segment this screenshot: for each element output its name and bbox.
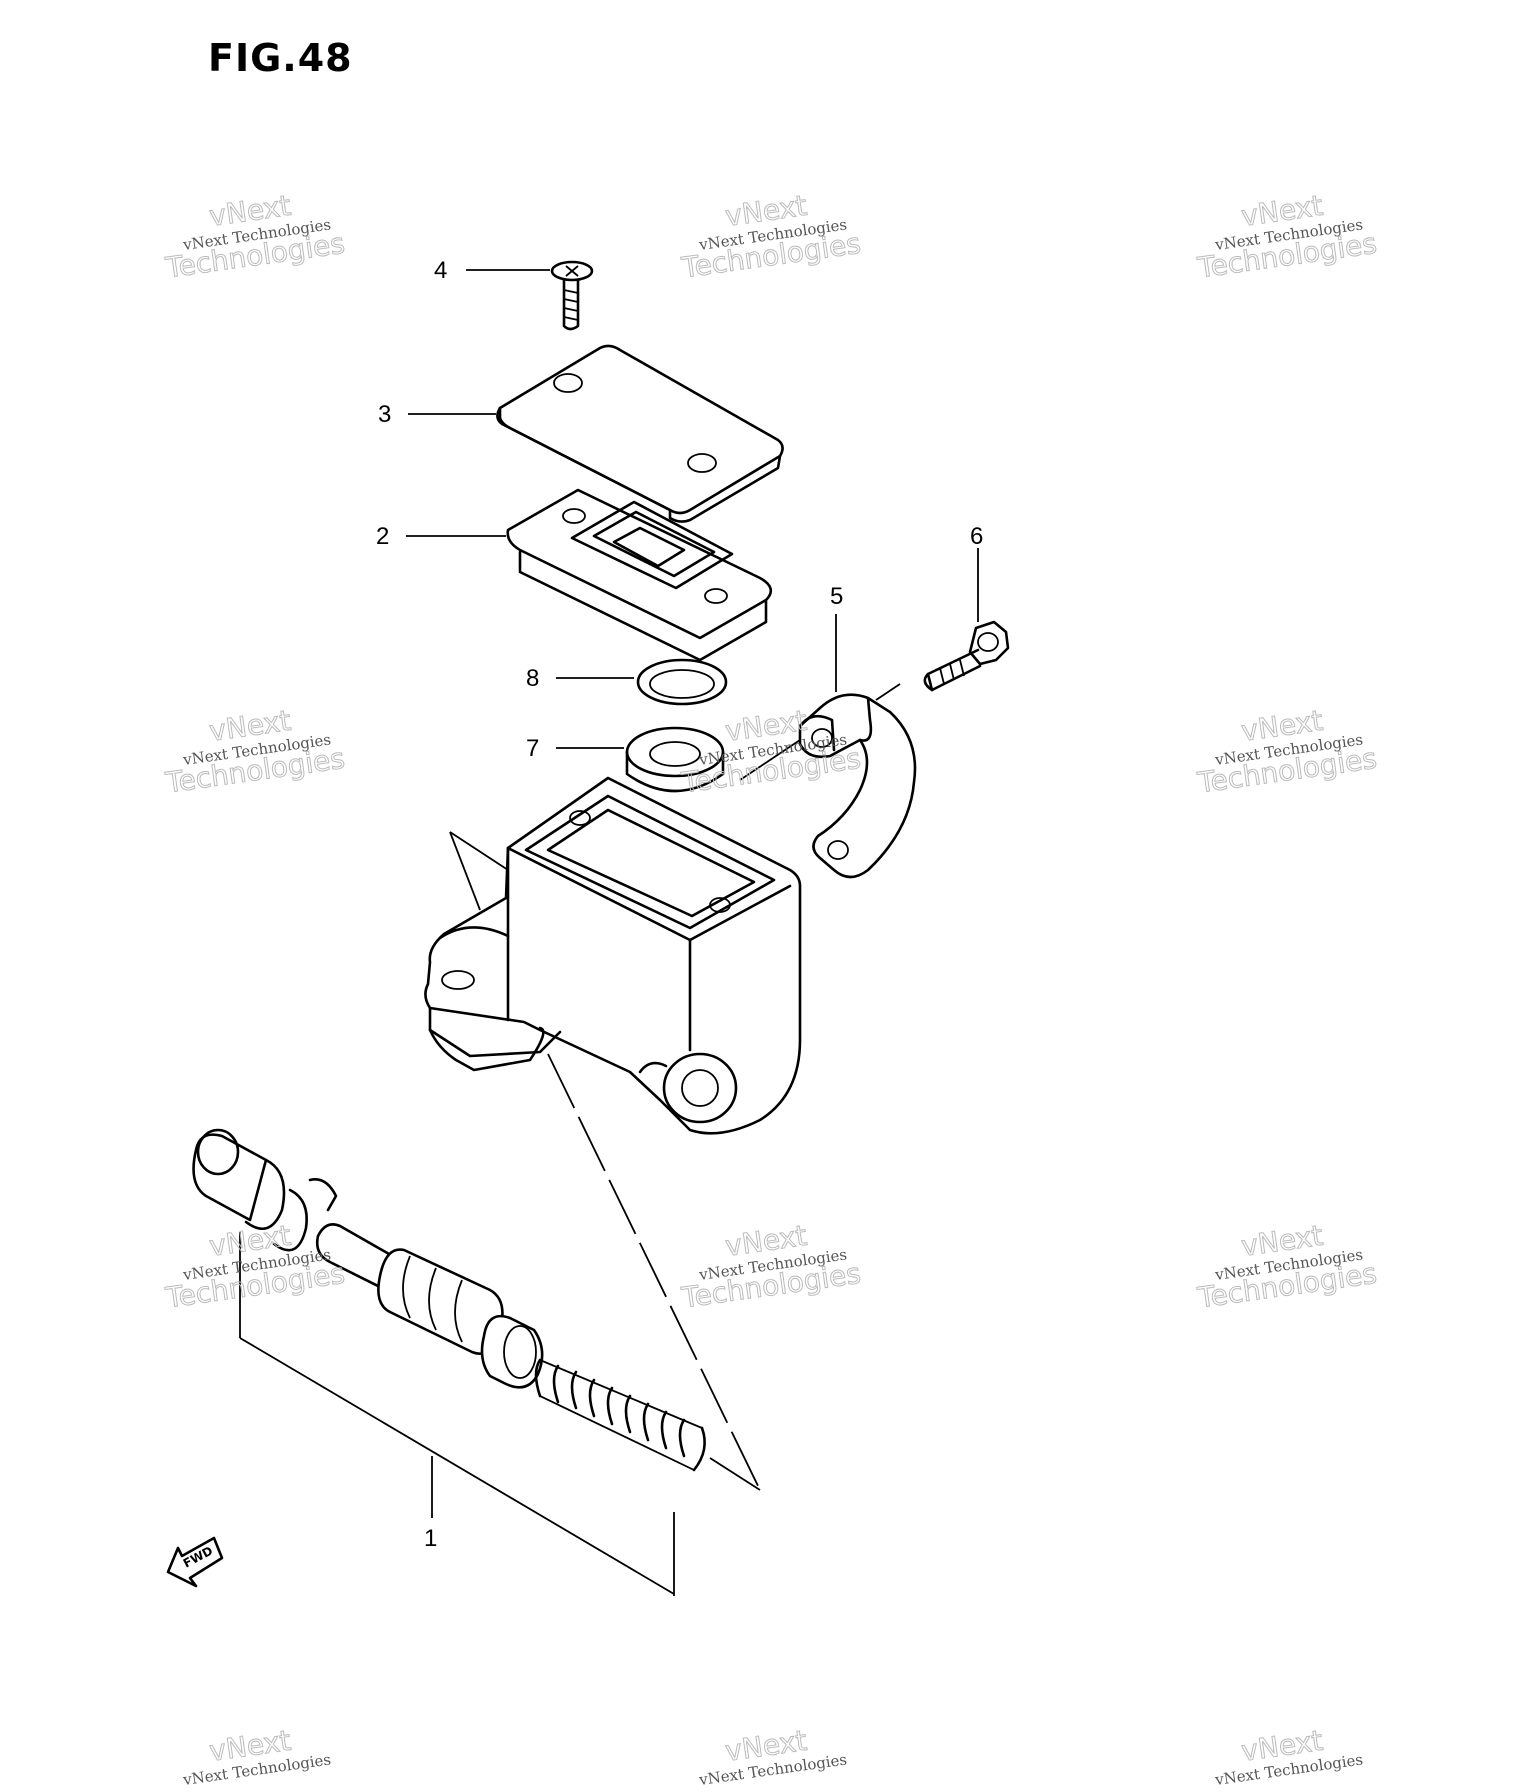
callout-5: 5 — [830, 583, 843, 610]
watermark: vNext Technologies vNext Technologies — [163, 1218, 348, 1315]
svg-text:Technologies: Technologies — [1195, 742, 1379, 800]
svg-text:vNext Technologies: vNext Technologies — [181, 215, 332, 254]
svg-text:vNext: vNext — [723, 1219, 809, 1263]
watermark: vNext vNext Technologies — [697, 1723, 848, 1789]
svg-text:Technologies: Technologies — [163, 1257, 347, 1315]
svg-text:vNext Technologies: vNext Technologies — [1213, 730, 1364, 769]
direction-arrow: FWD — [166, 1536, 224, 1588]
part-master-cylinder-body[interactable] — [424, 776, 802, 1135]
svg-text:vNext: vNext — [1239, 189, 1325, 233]
svg-text:Technologies: Technologies — [1195, 1257, 1379, 1315]
callout-8: 8 — [526, 665, 539, 692]
svg-text:vNext: vNext — [723, 189, 809, 233]
part-bushing[interactable] — [625, 726, 725, 793]
svg-text:Technologies: Technologies — [163, 742, 347, 800]
svg-text:vNext Technologies: vNext Technologies — [697, 1750, 848, 1789]
watermark: vNext Technologies vNext Technologies — [163, 188, 348, 285]
watermark: vNext Technologies vNext Technologies — [1195, 703, 1380, 800]
watermark: vNext Technologies vNext Technologies — [163, 703, 348, 800]
callout-labels: 4 3 2 6 5 8 7 1 — [376, 257, 983, 1552]
svg-text:vNext Technologies: vNext Technologies — [181, 1245, 332, 1284]
part-diaphragm[interactable] — [506, 488, 773, 662]
part-clamp[interactable] — [798, 693, 917, 879]
figure-title: FIG.48 — [208, 36, 353, 80]
svg-text:vNext: vNext — [207, 1724, 293, 1768]
svg-text:Technologies: Technologies — [679, 227, 863, 285]
svg-text:Technologies: Technologies — [679, 1257, 863, 1315]
callout-2: 2 — [376, 523, 389, 550]
svg-text:vNext Technologies: vNext Technologies — [1213, 215, 1364, 254]
callout-7: 7 — [526, 735, 539, 762]
watermark: vNext Technologies vNext Technologies — [679, 1218, 864, 1315]
callout-6: 6 — [970, 523, 983, 550]
callout-3: 3 — [378, 401, 391, 428]
svg-text:vNext Technologies: vNext Technologies — [181, 1750, 332, 1789]
watermark: vNext Technologies vNext Technologies — [679, 188, 864, 285]
watermark: vNext vNext Technologies — [1213, 1723, 1364, 1789]
watermark: vNext Technologies vNext Technologies — [1195, 188, 1380, 285]
svg-text:vNext: vNext — [723, 1724, 809, 1768]
svg-text:vNext Technologies: vNext Technologies — [1213, 1750, 1364, 1789]
leader-lines — [239, 269, 979, 1596]
watermark: vNext Technologies vNext Technologies — [1195, 1218, 1380, 1315]
svg-text:vNext: vNext — [207, 189, 293, 233]
watermark: vNext vNext Technologies — [181, 1723, 332, 1789]
part-bolt[interactable] — [923, 620, 1010, 692]
svg-text:vNext: vNext — [207, 704, 293, 748]
part-reservoir-cap[interactable] — [496, 344, 784, 523]
svg-text:Technologies: Technologies — [163, 227, 347, 285]
svg-text:vNext Technologies: vNext Technologies — [697, 215, 848, 254]
part-screw[interactable] — [550, 260, 594, 331]
svg-text:vNext: vNext — [1239, 1219, 1325, 1263]
svg-text:vNext Technologies: vNext Technologies — [181, 730, 332, 769]
svg-text:vNext: vNext — [1239, 704, 1325, 748]
svg-text:vNext Technologies: vNext Technologies — [697, 1245, 848, 1284]
part-piston-assembly[interactable] — [192, 1128, 706, 1472]
callout-1: 1 — [424, 1525, 437, 1552]
svg-text:vNext: vNext — [1239, 1724, 1325, 1768]
svg-text:vNext: vNext — [723, 704, 809, 748]
callout-4: 4 — [434, 257, 447, 284]
svg-text:vNext Technologies: vNext Technologies — [1213, 1245, 1364, 1284]
svg-text:Technologies: Technologies — [1195, 227, 1379, 285]
part-o-ring[interactable] — [636, 658, 728, 706]
